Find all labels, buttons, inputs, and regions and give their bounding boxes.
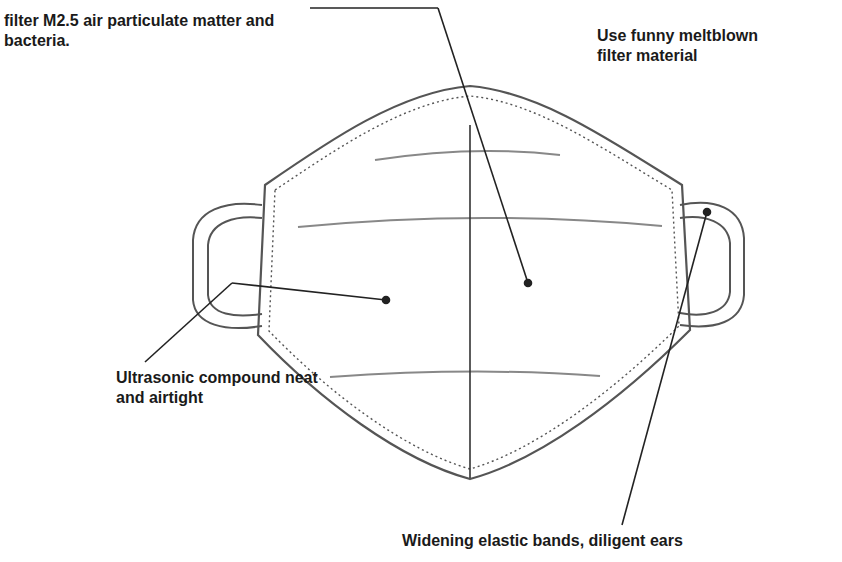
leader-dot — [525, 280, 532, 287]
feature-label: Ultrasonic compound neat and airtight — [116, 368, 331, 408]
mask-seam — [269, 96, 679, 469]
mask-outline — [258, 86, 690, 479]
leader-dot — [383, 297, 390, 304]
leader-line — [310, 7, 438, 9]
feature-label: Use funny meltblown filter material — [597, 26, 762, 66]
fold-line — [298, 218, 662, 227]
leader-line — [438, 8, 528, 283]
center-line — [469, 125, 471, 478]
leader-line — [232, 283, 386, 300]
leader-line — [622, 212, 707, 525]
top-note: filter M2.5 air particulate matter and b… — [4, 11, 344, 51]
leader-line — [145, 283, 232, 362]
leader-dot — [704, 209, 711, 216]
feature-label: Widening elastic bands, diligent ears — [402, 531, 822, 551]
fold-line — [375, 151, 560, 160]
left-ear-loop-inner — [208, 217, 262, 315]
fold-line — [330, 372, 600, 377]
